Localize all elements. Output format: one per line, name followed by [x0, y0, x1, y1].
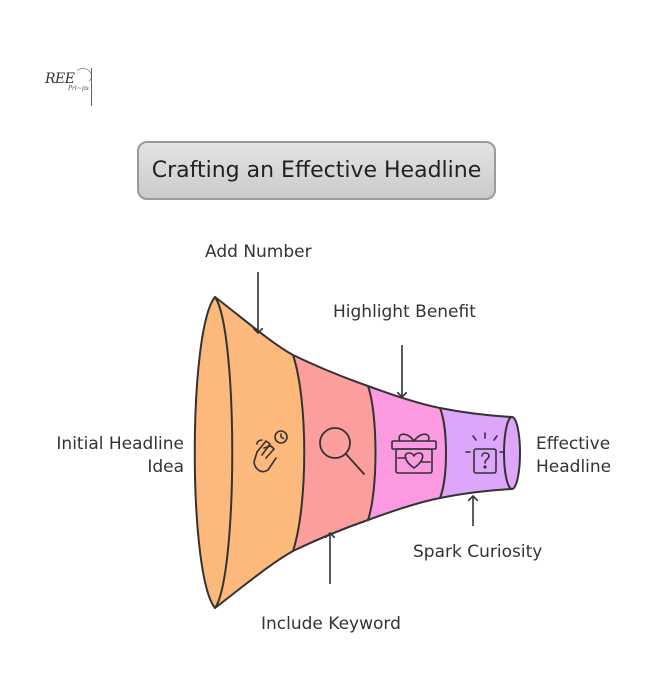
title-box: Crafting an Effective Headline — [137, 141, 496, 200]
funnel-segment-add-number — [214, 296, 306, 609]
funnel-segment-spark-curiosity — [439, 407, 513, 499]
funnel-end-cap — [503, 416, 521, 490]
magnifier-icon — [319, 427, 365, 475]
label-initial-headline-line1: Initial Headline — [56, 434, 184, 454]
label-add-number: Add Number — [205, 242, 312, 262]
logo-divider — [91, 68, 92, 106]
label-effective-headline-line1: Effective — [536, 434, 611, 454]
diagram-title: Crafting an Effective Headline — [151, 158, 482, 183]
label-initial-headline: Initial Headline Idea — [56, 433, 184, 479]
logo-subtitle: Pri~ps — [68, 85, 89, 92]
label-effective-headline-line2: Headline — [536, 457, 612, 477]
funnel-segment-include-keyword — [292, 354, 377, 552]
gift-heart-icon — [391, 433, 437, 474]
funnel-mouth — [193, 296, 234, 609]
label-initial-headline-line2: Idea — [147, 457, 184, 477]
label-highlight-benefit: Highlight Benefit — [333, 302, 476, 322]
logo: REE Pri~ps — [40, 66, 96, 108]
label-effective-headline: Effective Headline — [536, 433, 611, 479]
label-include-keyword: Include Keyword — [261, 614, 401, 634]
mystery-box-icon — [465, 432, 505, 474]
hand-clock-icon — [253, 430, 288, 473]
label-spark-curiosity: Spark Curiosity — [413, 542, 543, 562]
logo-mark: REE — [45, 71, 75, 87]
